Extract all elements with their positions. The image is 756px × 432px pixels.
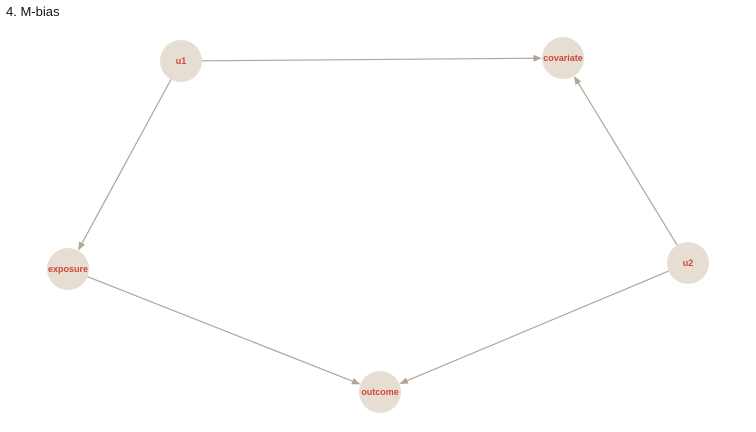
- nodes-layer: u1 covariate exposure u2 outcome: [47, 37, 709, 413]
- node-label-exposure: exposure: [48, 264, 88, 274]
- node-circle-covariate: [542, 37, 584, 79]
- diagram-title: 4. M-bias: [6, 4, 60, 19]
- node-label-u1: u1: [176, 56, 187, 66]
- node-label-outcome: outcome: [361, 387, 399, 397]
- node-label-covariate: covariate: [543, 53, 583, 63]
- node-exposure: exposure: [47, 248, 89, 290]
- node-circle-u1: [160, 40, 202, 82]
- node-circle-outcome: [359, 371, 401, 413]
- edges-layer: [77, 54, 678, 385]
- node-covariate: covariate: [542, 37, 584, 79]
- node-label-u2: u2: [683, 258, 694, 268]
- node-u1: u1: [160, 40, 202, 82]
- node-outcome: outcome: [359, 371, 401, 413]
- edge-exposure-to-outcome: [87, 276, 361, 385]
- edge-u1-to-exposure: [77, 79, 172, 251]
- edge-u2-to-outcome: [399, 270, 669, 385]
- edge-u1-to-covariate: [201, 54, 542, 62]
- node-circle-u2: [667, 242, 709, 284]
- edge-u2-to-covariate: [573, 76, 678, 246]
- node-u2: u2: [667, 242, 709, 284]
- node-circle-exposure: [47, 248, 89, 290]
